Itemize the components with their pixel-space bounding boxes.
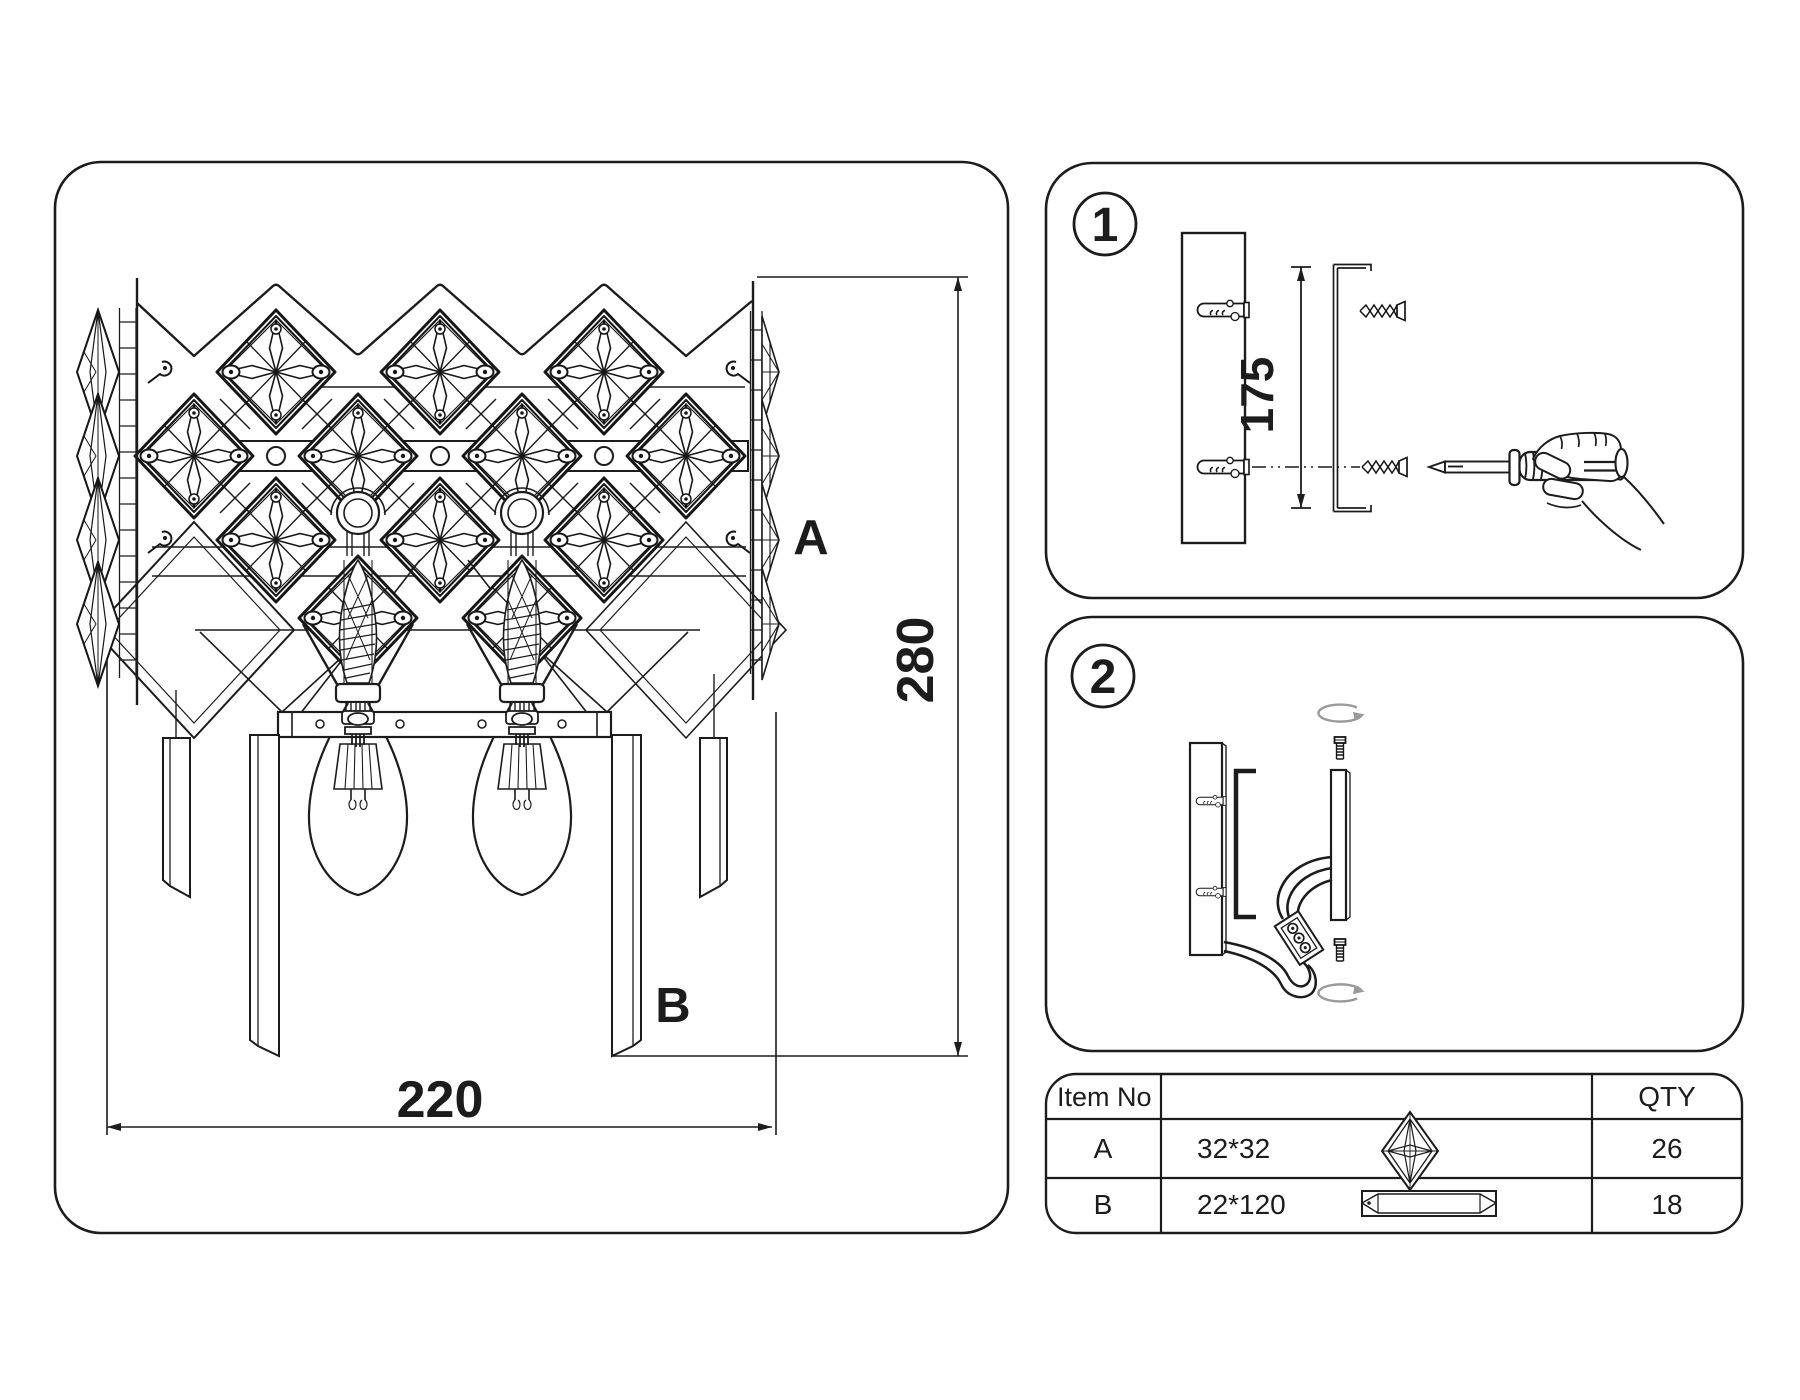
svg-text:1: 1 bbox=[1092, 199, 1119, 252]
svg-text:22*120: 22*120 bbox=[1197, 1189, 1286, 1220]
svg-text:220: 220 bbox=[397, 1071, 484, 1129]
svg-text:A: A bbox=[1094, 1133, 1113, 1164]
svg-text:18: 18 bbox=[1651, 1189, 1682, 1220]
svg-text:QTY: QTY bbox=[1638, 1081, 1696, 1112]
svg-text:B: B bbox=[655, 979, 690, 1033]
svg-text:Item No: Item No bbox=[1057, 1082, 1152, 1112]
svg-text:2: 2 bbox=[1090, 651, 1117, 704]
svg-text:32*32: 32*32 bbox=[1197, 1133, 1270, 1164]
svg-text:B: B bbox=[1094, 1189, 1113, 1220]
svg-text:A: A bbox=[793, 511, 828, 565]
svg-text:280: 280 bbox=[887, 617, 945, 704]
svg-text:175: 175 bbox=[1231, 357, 1283, 434]
svg-text:26: 26 bbox=[1651, 1133, 1682, 1164]
